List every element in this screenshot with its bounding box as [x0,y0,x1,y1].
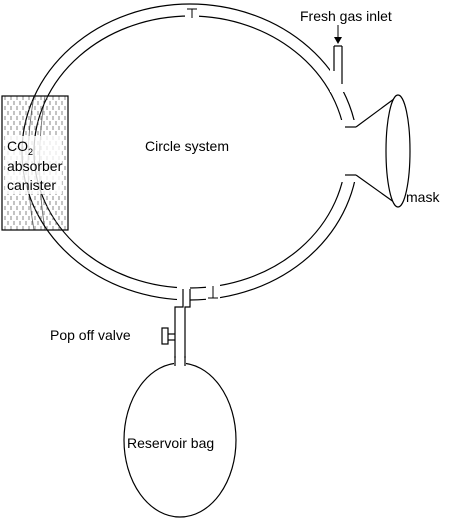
svg-text:CO2: CO2 [7,138,33,157]
bag-limb-tube [174,289,191,368]
absorber-label-subscript: 2 [28,147,33,157]
absorber-label: CO2 absorber canister [5,136,63,194]
absorber-label-co: CO [7,138,28,154]
fresh-gas-inlet-tube [333,45,343,84]
ring-gaps [177,52,366,307]
inspiratory-valve-icon [185,6,199,21]
bag-neck [174,356,186,366]
fresh-gas-arrow-icon [334,25,342,44]
fresh-gas-inlet-label: Fresh gas inlet [300,8,392,24]
reservoir-bag-label: Reservoir bag [127,435,214,451]
mask-icon [355,94,411,208]
circle-system-label: Circle system [145,138,229,154]
pop-off-valve-icon [161,327,175,345]
pop-off-valve-label: Pop off valve [50,327,131,343]
mask-label: mask [406,189,440,205]
expiratory-valve-icon [206,283,220,301]
absorber-label-line3: canister [7,177,56,193]
mask-connector [345,126,356,176]
absorber-label-line2: absorber [7,158,63,174]
